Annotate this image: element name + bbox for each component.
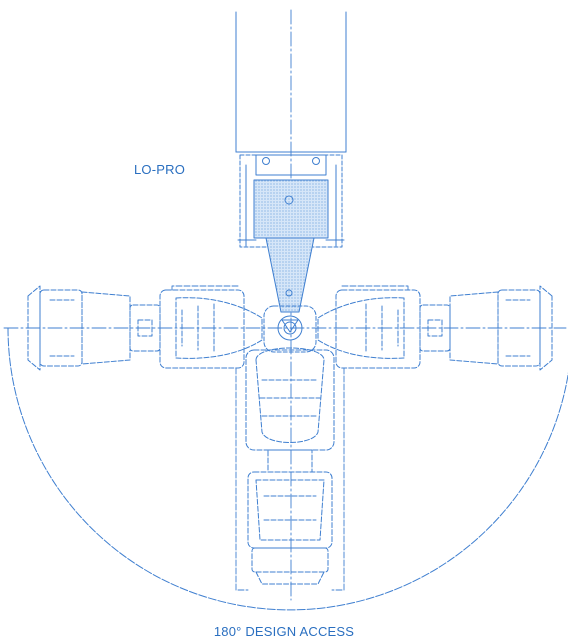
mount-carriage <box>237 154 345 248</box>
frame-outline <box>171 285 409 591</box>
support-arm <box>265 237 315 313</box>
left-module-inner <box>159 289 263 369</box>
access-arc <box>7 327 568 611</box>
right-module-inner <box>317 289 421 369</box>
lo-pro-label: LO-PRO <box>134 162 186 177</box>
left-module-outer <box>27 285 161 371</box>
lower-module-outer <box>247 471 333 585</box>
pivot-hub <box>263 305 317 353</box>
right-module-outer <box>419 285 553 371</box>
design-access-label: 180° DESIGN ACCESS <box>213 624 355 639</box>
lower-module-inner <box>245 347 335 473</box>
